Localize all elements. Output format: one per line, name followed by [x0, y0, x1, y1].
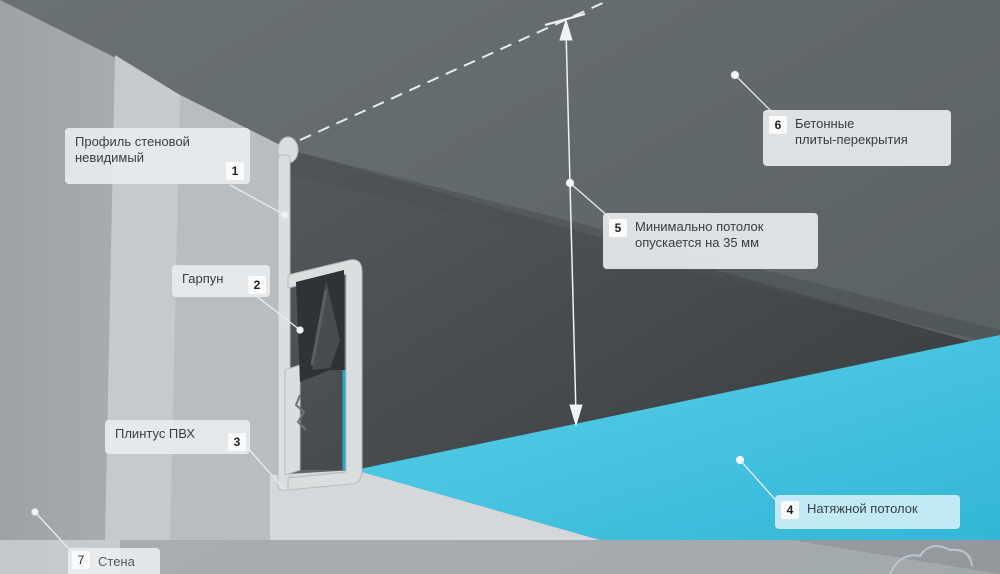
callout-number: 5 [609, 219, 627, 237]
stretch-ceiling-film [355, 335, 1000, 540]
callout-concrete-slab: 6 Бетонные плиты-перекрытия [763, 110, 951, 166]
callout-text-line1: Плинтус ПВХ [115, 426, 196, 441]
bottom-strip [0, 540, 1000, 574]
callout-number: 1 [226, 162, 244, 180]
callout-text-line1: Профиль стеновой [75, 134, 190, 149]
slab-reference-line [299, 1, 606, 141]
callout-wall-profile: Профиль стеновой невидимый 1 [65, 128, 250, 184]
pvc-baseboard [270, 470, 600, 540]
callout-number: 7 [72, 551, 90, 569]
callout-wall: 7 Стена [68, 548, 160, 574]
callout-text-line2: плиты-перекрытия [795, 132, 908, 147]
callout-text-line1: Минимально потолок [635, 219, 764, 234]
callout-number: 6 [769, 116, 787, 134]
callout-number: 3 [228, 433, 246, 451]
harpoon [296, 270, 344, 382]
callout-text-line1: Стена [98, 554, 135, 569]
wall-profile [277, 136, 363, 491]
callout-text-line1: Гарпун [182, 271, 224, 286]
callout-number: 4 [781, 501, 799, 519]
callout-number: 2 [248, 276, 266, 294]
callout-text-line1: Натяжной потолок [807, 501, 918, 516]
callout-text-line2: невидимый [75, 150, 144, 165]
callout-stretch-ceiling: 4 Натяжной потолок [775, 495, 960, 529]
callout-text-line2: опускается на 35 мм [635, 235, 760, 250]
callout-text-line1: Бетонные [795, 116, 855, 131]
callout-pvc-baseboard: Плинтус ПВХ 3 [105, 420, 250, 454]
callout-min-drop: 5 Минимально потолок опускается на 35 мм [603, 213, 818, 269]
dimension-arrow [544, 13, 586, 427]
callout-harpoon: Гарпун 2 [172, 265, 270, 297]
wall [0, 0, 120, 574]
